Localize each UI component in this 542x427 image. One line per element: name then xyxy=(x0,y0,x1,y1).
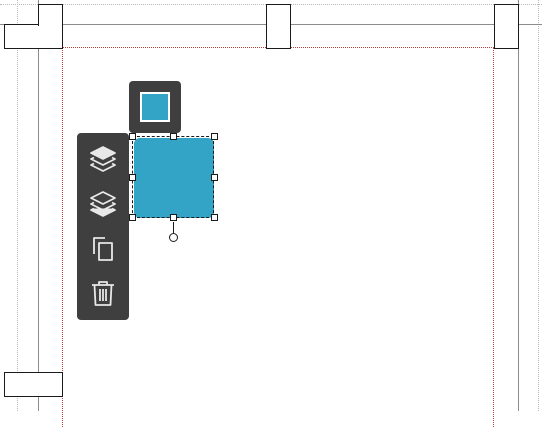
bring-to-front-icon xyxy=(90,146,116,172)
resize-handle-bottom[interactable] xyxy=(170,214,177,221)
color-swatch-popup[interactable] xyxy=(129,81,181,133)
resize-handle-left[interactable] xyxy=(129,174,136,181)
delete-button[interactable] xyxy=(87,277,119,309)
duplicate-button[interactable] xyxy=(87,232,119,264)
resize-handle-top[interactable] xyxy=(170,133,177,140)
page-tab-top-right[interactable] xyxy=(494,4,519,49)
bring-to-front-button[interactable] xyxy=(87,143,119,175)
resize-handle-top-left[interactable] xyxy=(129,133,136,140)
page-tab-bottom-left[interactable] xyxy=(4,372,63,397)
color-swatch[interactable] xyxy=(140,92,170,122)
duplicate-icon xyxy=(93,237,113,261)
resize-handle-right[interactable] xyxy=(211,174,218,181)
resize-handle-bottom-left[interactable] xyxy=(129,214,136,221)
page-tab-top-left-upper xyxy=(38,4,63,26)
resize-handle-top-right[interactable] xyxy=(211,133,218,140)
resize-handle-bottom-right[interactable] xyxy=(211,214,218,221)
delete-icon xyxy=(92,281,114,306)
rotation-handle-stem xyxy=(173,222,174,233)
guide-line-right-outer xyxy=(538,0,539,411)
guide-line-right xyxy=(518,0,519,411)
page-tab-top-left[interactable] xyxy=(4,24,63,49)
selected-shape[interactable] xyxy=(134,138,214,218)
send-to-back-icon xyxy=(90,191,116,217)
rotation-handle[interactable] xyxy=(169,233,178,242)
selection-frame xyxy=(132,136,214,218)
guide-line-left-outer xyxy=(17,0,18,411)
guide-line-left xyxy=(38,0,39,411)
shape-toolbar xyxy=(77,133,129,320)
send-to-back-button[interactable] xyxy=(87,188,119,220)
page-tab-top-middle[interactable] xyxy=(266,4,291,49)
